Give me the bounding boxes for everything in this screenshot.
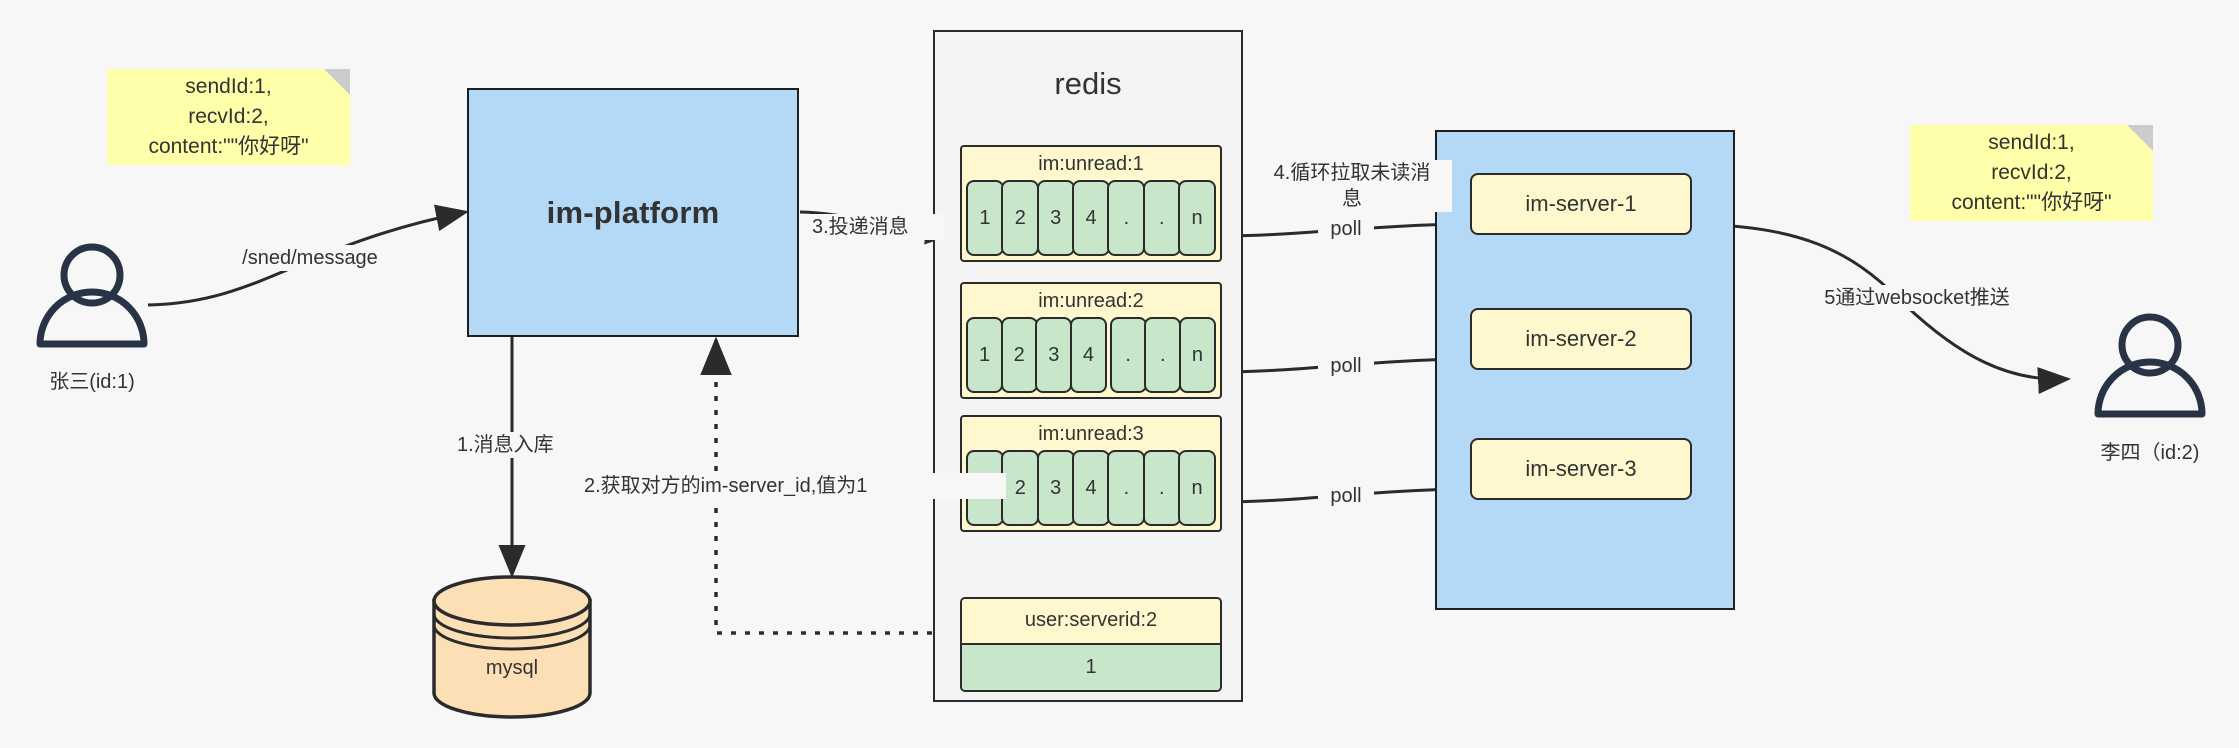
- edge-label-step4: 4.循环拉取未读消 息: [1252, 160, 1452, 212]
- queue-cells: 1 2 3 4 . . n: [966, 317, 1216, 393]
- redis-queue-im-unread-1[interactable]: im:unread:1 1 2 3 4 . . n: [960, 145, 1222, 262]
- queue-cell: 2: [1000, 317, 1038, 393]
- queue-cell: 3: [1036, 180, 1075, 256]
- im-platform-label: im-platform: [546, 194, 720, 230]
- im-server-3-box[interactable]: im-server-3: [1470, 438, 1692, 500]
- note-text: sendId:1, recvId:2, content:""你好呀": [148, 75, 309, 158]
- message-payload-note-right: sendId:1, recvId:2, content:""你好呀": [1910, 125, 2153, 221]
- edge-label-poll-2: poll: [1318, 353, 1374, 379]
- user-icon: [2094, 313, 2206, 418]
- queue-cell: .: [1142, 180, 1181, 256]
- edge-label-send-message: /sned/message: [228, 245, 392, 271]
- edge-label-poll-3: poll: [1318, 483, 1374, 509]
- edge-label-step1: 1.消息入库: [455, 432, 599, 458]
- im-servers-container: im-server-1 im-server-2 im-server-3: [1435, 130, 1735, 610]
- redis-kv-key: user:serverid:2: [962, 599, 1220, 645]
- queue-cell: n: [1178, 450, 1217, 526]
- message-payload-note-left: sendId:1, recvId:2, content:""你好呀": [107, 69, 350, 165]
- im-server-2-box[interactable]: im-server-2: [1470, 308, 1692, 370]
- edge-label-step3: 3.投递消息: [810, 214, 944, 240]
- queue-cell: .: [1107, 450, 1146, 526]
- queue-cell: n: [1178, 180, 1217, 256]
- queue-title: im:unread:1: [1038, 153, 1144, 175]
- im-server-label: im-server-3: [1525, 456, 1637, 481]
- receiver-label: 李四（id:2): [2100, 442, 2200, 464]
- queue-cell: 1: [966, 180, 1004, 256]
- redis-title: redis: [1054, 66, 1122, 101]
- queue-cell: 1: [966, 317, 1004, 393]
- queue-cells: 1 2 3 4 . . n: [966, 450, 1217, 526]
- redis-container: redis im:unread:1 1 2 3 4 . . n im:unrea…: [933, 30, 1243, 702]
- mysql-cylinder-icon: [432, 575, 592, 719]
- queue-cell: n: [1178, 317, 1216, 393]
- im-server-label: im-server-2: [1525, 326, 1637, 351]
- queue-cell: 4: [1069, 317, 1108, 393]
- sender-label: 张三(id:1): [49, 371, 135, 393]
- mysql-label: mysql: [485, 657, 539, 679]
- queue-cell: .: [1107, 180, 1146, 256]
- im-server-label: im-server-1: [1525, 191, 1637, 216]
- note-text: sendId:1, recvId:2, content:""你好呀": [1951, 131, 2112, 214]
- queue-title: im:unread:2: [1038, 290, 1144, 312]
- queue-cells: 1 2 3 4 . . n: [966, 180, 1217, 256]
- edge-label-poll-1: poll: [1318, 216, 1374, 242]
- queue-cell: .: [1144, 317, 1182, 393]
- edge-label-step2: 2.获取对方的im-server_id,值为1: [582, 473, 1006, 499]
- redis-queue-im-unread-3[interactable]: im:unread:3 1 2 3 4 . . n: [960, 415, 1222, 532]
- queue-cell: 4: [1072, 180, 1110, 256]
- note-fold-corner: [2127, 125, 2153, 151]
- queue-cell: 4: [1072, 450, 1110, 526]
- user-icon: [36, 243, 148, 348]
- queue-title: im:unread:3: [1038, 423, 1144, 445]
- queue-cell: 2: [1001, 180, 1040, 256]
- queue-cell: .: [1142, 450, 1181, 526]
- queue-cell: 3: [1036, 450, 1075, 526]
- queue-cell: .: [1109, 317, 1147, 393]
- im-platform-box[interactable]: im-platform: [467, 88, 799, 337]
- queue-cell: 3: [1035, 317, 1073, 393]
- note-fold-corner: [324, 69, 350, 95]
- redis-kv-user-serverid[interactable]: user:serverid:2 1: [960, 597, 1222, 692]
- redis-queue-im-unread-2[interactable]: im:unread:2 1 2 3 4 . . n: [960, 282, 1222, 399]
- edge-label-step5: 5通过websocket推送: [1790, 285, 2044, 311]
- queue-cell: 2: [1001, 450, 1040, 526]
- redis-kv-value: 1: [962, 644, 1220, 690]
- im-server-1-box[interactable]: im-server-1: [1470, 173, 1692, 235]
